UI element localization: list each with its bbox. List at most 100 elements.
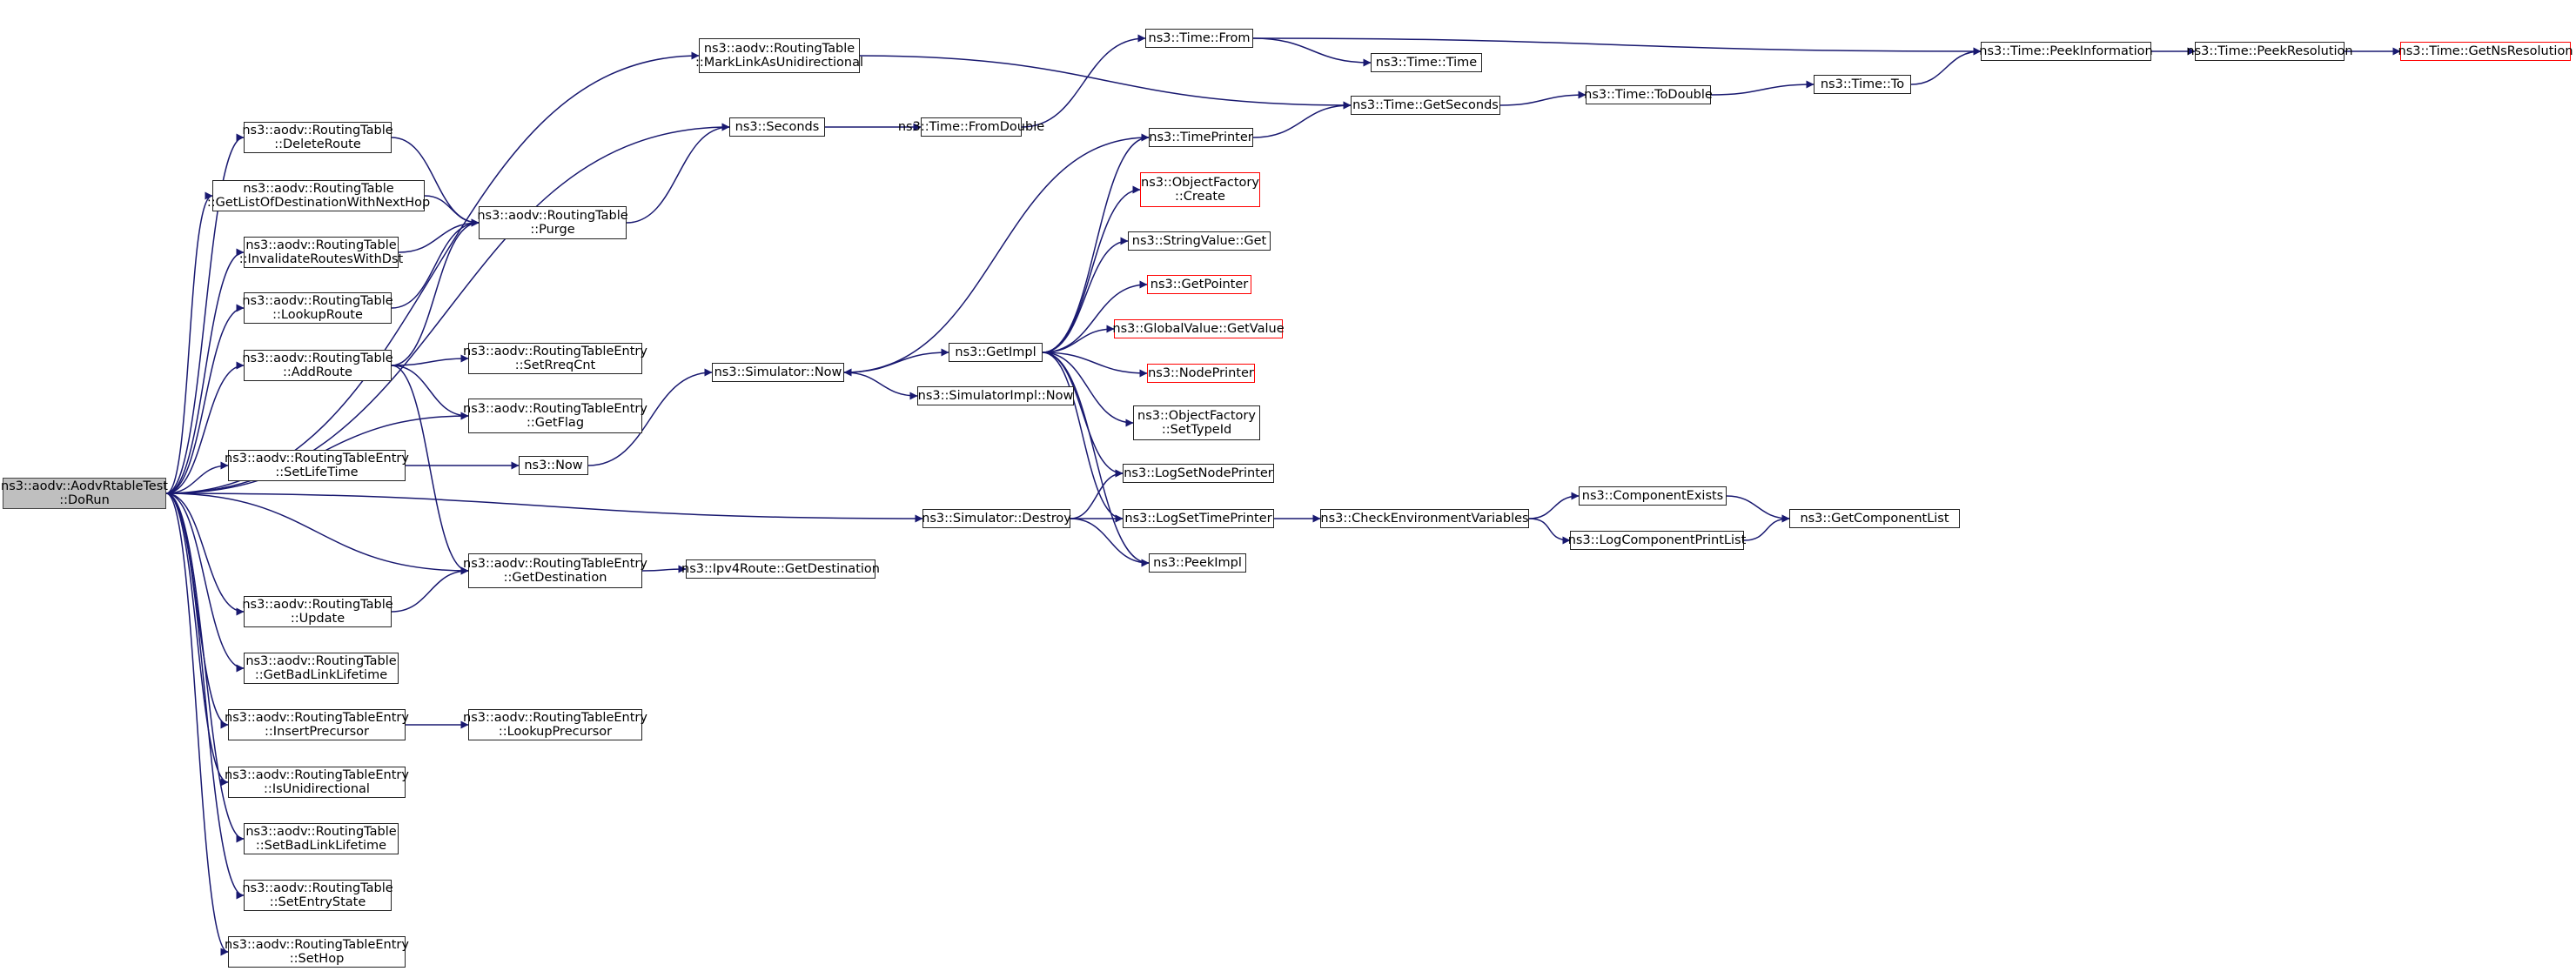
- node-from[interactable]: ns3::Time::From: [1145, 29, 1253, 48]
- edge-simnow-to-getimpl: [843, 348, 949, 373]
- edge-root-to-setbad: [165, 492, 245, 843]
- node-label-line: ns3::aodv::RoutingTableEntry: [225, 452, 409, 466]
- node-gvget[interactable]: ns3::GlobalValue::GetValue: [1112, 319, 1285, 338]
- node-timeto[interactable]: ns3::Time::To: [1814, 75, 1911, 94]
- node-label-line: ns3::aodv::RoutingTableEntry: [463, 402, 647, 416]
- edge-timeprinter-to-simnow: [843, 137, 1150, 377]
- node-isuni[interactable]: ns3::aodv::RoutingTableEntry::IsUnidirec…: [225, 767, 409, 798]
- node-label-line: ns3::PeekImpl: [1153, 556, 1242, 570]
- edge-now-to-simnow: [587, 368, 713, 466]
- node-label-line: ::LookupPrecursor: [498, 725, 613, 739]
- node-now[interactable]: ns3::Now: [519, 456, 588, 475]
- edge-getimpl-to-svget: [1042, 237, 1129, 353]
- node-timeprinter[interactable]: ns3::TimePrinter: [1149, 128, 1253, 147]
- node-label-line: ns3::SimulatorImpl::Now: [917, 389, 1074, 403]
- edge-getdest-to-ipv4dest: [641, 565, 687, 573]
- node-peekimpl[interactable]: ns3::PeekImpl: [1149, 553, 1246, 573]
- node-logtime[interactable]: ns3::LogSetTimePrinter: [1123, 509, 1274, 528]
- node-seconds[interactable]: ns3::Seconds: [729, 117, 825, 137]
- edge-compexists-to-getcomplist: [1726, 495, 1790, 523]
- node-compexists[interactable]: ns3::ComponentExists: [1579, 486, 1727, 506]
- edge-root-to-getlist: [165, 191, 213, 494]
- node-lookupprec[interactable]: ns3::aodv::RoutingTableEntry::LookupPrec…: [463, 709, 647, 740]
- edge-update-to-getdest: [391, 566, 469, 613]
- node-logcompprint[interactable]: ns3::LogComponentPrintList: [1568, 531, 1746, 550]
- edge-getimpl-to-timeprinter: [1042, 133, 1150, 353]
- node-nodeprinter[interactable]: ns3::NodePrinter: [1147, 364, 1255, 383]
- node-addroute[interactable]: ns3::aodv::RoutingTable::AddRoute: [242, 350, 393, 381]
- node-label-line: ns3::Time::To: [1820, 77, 1905, 91]
- node-label-line: ns3::aodv::RoutingTable: [243, 182, 394, 196]
- node-invalidate[interactable]: ns3::aodv::RoutingTable::InvalidateRoute…: [239, 237, 403, 268]
- node-getbad[interactable]: ns3::aodv::RoutingTable::GetBadLinkLifet…: [244, 653, 399, 684]
- node-label-line: ns3::aodv::RoutingTable: [242, 352, 393, 365]
- node-label-line: ns3::Time::PeekResolution: [2186, 44, 2353, 58]
- node-label-line: ns3::aodv::RoutingTable: [242, 598, 393, 612]
- node-update[interactable]: ns3::aodv::RoutingTable::Update: [242, 596, 393, 627]
- edge-root-to-lookup: [165, 304, 245, 494]
- node-getflag[interactable]: ns3::aodv::RoutingTableEntry::GetFlag: [463, 399, 647, 433]
- node-getdest[interactable]: ns3::aodv::RoutingTableEntry::GetDestina…: [463, 553, 647, 588]
- node-lookup[interactable]: ns3::aodv::RoutingTable::LookupRoute: [242, 292, 393, 324]
- node-label-line: ::GetBadLinkLifetime: [254, 668, 388, 682]
- node-label-line: ns3::ComponentExists: [1581, 489, 1724, 503]
- node-label-line: ns3::aodv::RoutingTable: [242, 124, 393, 137]
- node-mark[interactable]: ns3::aodv::RoutingTable::MarkLinkAsUnidi…: [695, 38, 863, 73]
- edge-root-to-addroute: [165, 361, 245, 494]
- node-setlife[interactable]: ns3::aodv::RoutingTableEntry::SetLifeTim…: [225, 450, 409, 481]
- node-root[interactable]: ns3::aodv::AodvRtableTest::DoRun: [1, 478, 168, 509]
- node-setentry[interactable]: ns3::aodv::RoutingTable::SetEntryState: [242, 880, 393, 911]
- node-oftypeid[interactable]: ns3::ObjectFactory::SetTypeId: [1133, 405, 1260, 440]
- node-getnsres[interactable]: ns3::Time::GetNsResolution: [2398, 42, 2573, 61]
- node-fromdouble[interactable]: ns3::Time::FromDouble: [898, 117, 1044, 137]
- node-simimplnow[interactable]: ns3::SimulatorImpl::Now: [917, 386, 1074, 405]
- node-label-line: ns3::aodv::RoutingTable: [245, 238, 397, 252]
- node-ipv4dest[interactable]: ns3::Ipv4Route::GetDestination: [681, 559, 880, 579]
- node-lognode[interactable]: ns3::LogSetNodePrinter: [1123, 464, 1274, 483]
- node-purge[interactable]: ns3::aodv::RoutingTable::Purge: [477, 206, 628, 239]
- node-peekres[interactable]: ns3::Time::PeekResolution: [2186, 42, 2353, 61]
- node-getpointer[interactable]: ns3::GetPointer: [1147, 275, 1251, 294]
- edge-getimpl-to-getpointer: [1042, 280, 1148, 353]
- node-sethop[interactable]: ns3::aodv::RoutingTableEntry::SetHop: [225, 936, 409, 968]
- edge-addroute-to-purge: [391, 218, 480, 366]
- edge-invalidate-to-purge: [398, 218, 480, 253]
- node-label-line: ::SetBadLinkLifetime: [255, 839, 387, 853]
- node-label-line: ns3::Time::Time: [1375, 56, 1478, 70]
- node-label-line: ::SetTypeId: [1161, 423, 1232, 437]
- node-getcomplist[interactable]: ns3::GetComponentList: [1789, 509, 1960, 528]
- node-label-line: ::GetListOfDestinationWithNextHop: [206, 196, 431, 210]
- node-checkenv[interactable]: ns3::CheckEnvironmentVariables: [1320, 509, 1529, 528]
- node-timetime[interactable]: ns3::Time::Time: [1371, 53, 1482, 72]
- node-getlist[interactable]: ns3::aodv::RoutingTable::GetListOfDestin…: [207, 180, 430, 211]
- node-setbad[interactable]: ns3::aodv::RoutingTable::SetBadLinkLifet…: [244, 823, 399, 854]
- edge-lookup-to-purge: [391, 218, 480, 309]
- edge-root-to-getbad: [165, 492, 245, 673]
- edge-mark-to-getseconds: [859, 55, 1352, 110]
- edge-from-to-peekinfo: [1252, 37, 1982, 56]
- node-todouble[interactable]: ns3::Time::ToDouble: [1584, 85, 1713, 104]
- node-label-line: ::SetEntryState: [269, 895, 366, 909]
- node-label-line: ns3::ObjectFactory: [1141, 176, 1259, 190]
- node-label-line: ::GetDestination: [503, 571, 607, 585]
- node-destroy[interactable]: ns3::Simulator::Destroy: [922, 509, 1071, 528]
- node-setreq[interactable]: ns3::aodv::RoutingTableEntry::SetRreqCnt: [463, 343, 647, 374]
- node-getimpl[interactable]: ns3::GetImpl: [949, 343, 1043, 362]
- node-label-line: ns3::Now: [524, 459, 583, 472]
- node-label-line: ns3::CheckEnvironmentVariables: [1320, 512, 1529, 526]
- node-svget[interactable]: ns3::StringValue::Get: [1128, 231, 1271, 251]
- node-delroute[interactable]: ns3::aodv::RoutingTable::DeleteRoute: [242, 122, 393, 153]
- node-insertprec[interactable]: ns3::aodv::RoutingTableEntry::InsertPrec…: [225, 709, 409, 740]
- edge-root-to-insertprec: [165, 492, 229, 729]
- node-label-line: ns3::LogSetTimePrinter: [1124, 512, 1272, 526]
- node-ofcreate[interactable]: ns3::ObjectFactory::Create: [1140, 172, 1260, 207]
- node-label-line: ::Purge: [530, 223, 575, 237]
- node-peekinfo[interactable]: ns3::Time::PeekInformation: [1979, 42, 2153, 61]
- node-getseconds[interactable]: ns3::Time::GetSeconds: [1351, 96, 1500, 115]
- node-label-line: ns3::LogSetNodePrinter: [1124, 466, 1273, 480]
- node-simnow[interactable]: ns3::Simulator::Now: [712, 363, 844, 382]
- node-label-line: ::DeleteRoute: [274, 137, 361, 151]
- edge-root-to-destroy: [165, 492, 923, 523]
